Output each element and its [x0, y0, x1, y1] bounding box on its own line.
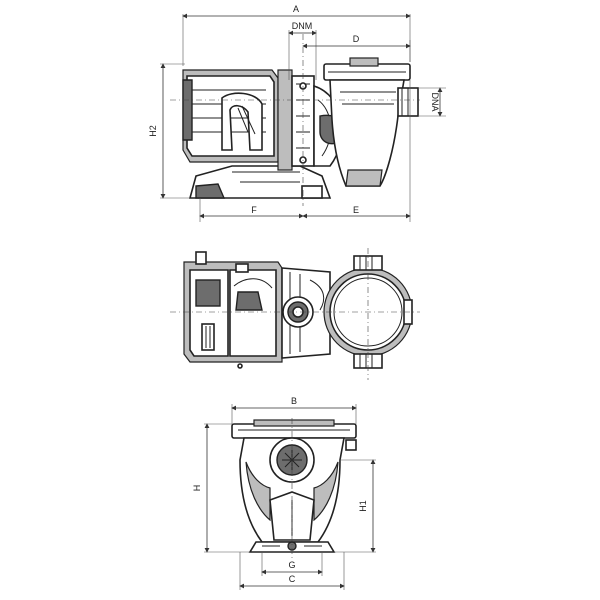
- dimension-H: H: [192, 423, 250, 553]
- dimension-B: B: [231, 396, 357, 424]
- top-coupling: [281, 267, 331, 359]
- label-C: C: [289, 574, 296, 584]
- dimension-F: F: [199, 198, 304, 222]
- label-H2: H2: [148, 125, 158, 137]
- top-view: [170, 248, 420, 380]
- dimension-A: A: [182, 4, 411, 66]
- dimension-D: D: [302, 34, 411, 62]
- dimension-DNM: DNM: [288, 21, 317, 80]
- label-E: E: [353, 205, 359, 215]
- label-D: D: [353, 34, 360, 44]
- side-flange: [277, 69, 315, 171]
- dimension-H1: H1: [334, 459, 376, 553]
- dimension-E: E: [302, 80, 411, 222]
- label-F: F: [251, 205, 257, 215]
- label-DNM: DNM: [292, 21, 313, 31]
- label-B: B: [291, 396, 297, 406]
- front-housing: [239, 437, 345, 543]
- dimension-G: G: [261, 552, 323, 576]
- side-motor-housing: [182, 69, 279, 163]
- label-H1: H1: [358, 500, 368, 512]
- dimension-H2: H2: [148, 63, 190, 199]
- top-motor: [183, 251, 283, 369]
- dimension-DNA: DNA: [418, 87, 446, 117]
- label-DNA: DNA: [430, 92, 440, 111]
- label-A: A: [293, 4, 299, 14]
- label-H: H: [192, 485, 202, 492]
- front-base: [248, 541, 336, 553]
- side-base: [188, 165, 332, 199]
- front-view: B H H1 G C: [192, 396, 376, 590]
- label-G: G: [288, 560, 295, 570]
- dimension-C: C: [239, 552, 345, 590]
- side-strainer-housing: [323, 57, 419, 187]
- side-view: A DNM D DNA H2 F: [148, 4, 446, 222]
